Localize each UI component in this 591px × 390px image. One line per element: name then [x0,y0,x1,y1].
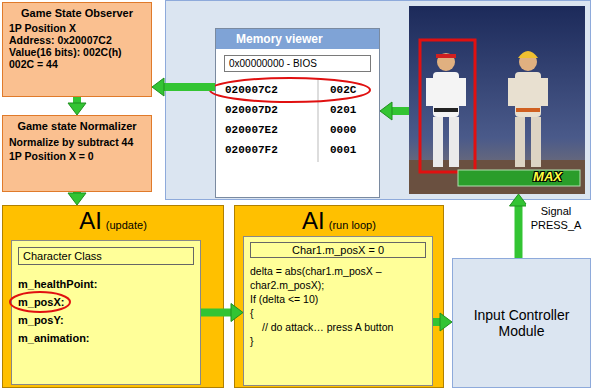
memory-address: 020007E2 [225,122,278,138]
arrow-head [510,194,528,206]
fighter-left [426,53,466,167]
arrow-head [440,313,452,331]
memory-address: 020007D2 [225,102,278,118]
node-text: Value(16 bits): 002C(h) [9,46,145,58]
memory-value: 0001 [330,142,356,158]
ai-loop-box: AI (run loop) Char1.m_posX = 0 delta = abs(… [234,205,444,388]
node-text: Normalize by subtract 44 [9,136,145,148]
memory-value: 002C [330,82,356,98]
node-text: Address: 0x20007C2 [9,34,145,46]
arrow-head [152,78,164,96]
game-screenshot: MAX [409,6,585,194]
node-text: m_healthPoint: [18,275,194,293]
ai-update-box: AI(update)Character Classm_healthPoint:m… [2,205,224,388]
flow-arrow [73,97,81,103]
code-box: Char1.m_posX = 0 delta = abs(char1.m_posX… [243,236,433,386]
node-text: If (delta <= 10) [250,292,426,306]
memory-value: 0201 [330,102,356,118]
input-controller-box: Input Controller Module [452,258,591,388]
fighter-right [508,51,548,167]
flow-arrow [73,192,81,193]
node-text: Memory viewer [216,29,379,49]
node-text: delta = abs(char1.m_posX – char2.m_posX)… [250,264,426,292]
node-text: m_posY: [18,311,194,329]
flow-arrow [515,206,523,258]
arrow-head [380,102,392,120]
node-text: } [250,334,426,348]
node-text: 002C = 44 [9,58,145,70]
node-text: 1P Position X [9,22,145,34]
node-text: Game State Observer [9,7,145,19]
game-screen [409,6,585,194]
class-box: Character Class m_healthPoint:m_posX:m_po… [11,240,201,385]
window-icon [219,33,229,43]
column-divider [318,78,319,162]
floor [409,160,585,194]
arrow-head [231,304,243,322]
flow-arrow [392,107,409,115]
node-text: Character Class [18,247,194,265]
node-text: Game state Normalizer [9,120,145,132]
memory-address: 020007C2 [225,82,278,98]
flow-arrow [164,83,215,91]
highlight-ellipse [210,78,370,102]
node-text: 1P Position X = 0 [9,150,145,162]
node-text: AI [79,206,102,236]
observer-box: Game State Observer 1P Position XAddress:… [2,2,152,97]
power-bar [458,170,580,186]
node-text: MAX [533,169,562,184]
memory-value: 0000 [330,122,356,138]
memory-address: 020007F2 [225,142,278,158]
highlight-ellipse [10,292,70,312]
node-text: m_animation: [18,329,194,347]
arrow-head [68,193,86,205]
node-text: Char1.m_posX = 0 [250,242,426,258]
arrow-head [68,103,86,115]
node-text: // do attack… press A button [250,320,426,334]
normalizer-box: Game state NormalizerNormalize by subtra… [2,115,152,192]
signal-label: Signal PRESS_A [526,204,586,232]
flow-arrow [201,309,231,317]
node-text: Input Controller Module [472,307,572,339]
node-text: (run loop) [329,219,376,231]
node-text: m_posX: [18,293,194,311]
node-text: 0x00000000 - BIOS [224,55,371,72]
flow-arrow [433,318,440,326]
node-text: { [250,306,426,320]
node-text: (update) [106,219,147,231]
node-text: AI [302,206,325,236]
selection-rectangle [420,40,475,172]
